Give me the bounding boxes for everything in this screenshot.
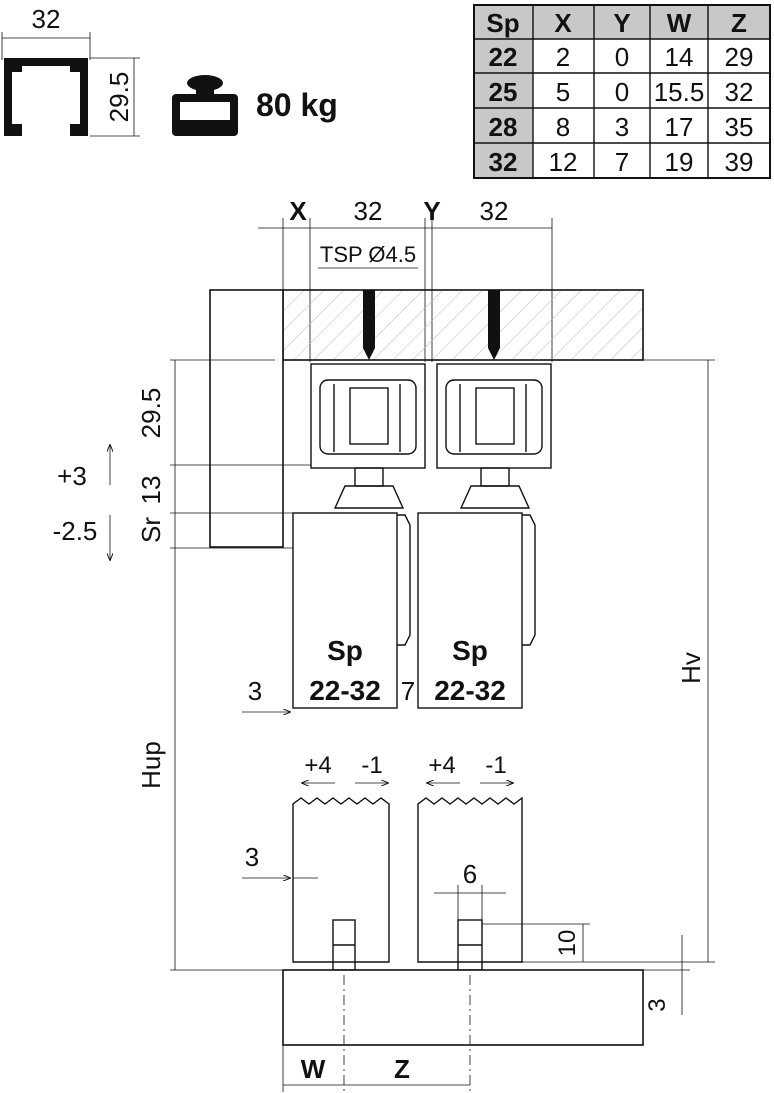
dim-hup: Hup bbox=[136, 741, 166, 789]
screw-icon bbox=[363, 290, 375, 360]
dim-29-5: 29.5 bbox=[136, 388, 166, 439]
svg-text:25: 25 bbox=[489, 77, 518, 107]
floor-block bbox=[282, 969, 644, 1046]
top-dimensions: X 32 Y 32 TSP Ø4.5 bbox=[258, 196, 553, 362]
table-header-w: W bbox=[667, 8, 692, 38]
table-header-y: Y bbox=[613, 8, 630, 38]
dim-floor-3: 3 bbox=[644, 998, 671, 1011]
side-panel bbox=[209, 289, 284, 548]
svg-text:22-32: 22-32 bbox=[309, 675, 381, 706]
track-left bbox=[310, 363, 426, 509]
dim-x-32: 32 bbox=[354, 196, 383, 226]
track-right bbox=[436, 363, 552, 509]
svg-text:3: 3 bbox=[615, 112, 629, 142]
table-row: 25 5 0 15.5 32 bbox=[489, 77, 754, 107]
door-left: Sp 22-32 bbox=[292, 512, 411, 709]
adjust-down: -2.5 bbox=[53, 516, 98, 546]
svg-text:7: 7 bbox=[615, 147, 629, 177]
profile-width: 32 bbox=[32, 4, 61, 34]
svg-text:32: 32 bbox=[725, 77, 754, 107]
svg-text:39: 39 bbox=[725, 147, 754, 177]
door-left-bottom bbox=[292, 797, 390, 971]
dim-w: W bbox=[301, 1054, 326, 1084]
svg-text:+4: +4 bbox=[428, 752, 455, 779]
dim-6: 6 bbox=[463, 859, 477, 889]
dim-13: 13 bbox=[136, 476, 166, 505]
svg-text:Sp: Sp bbox=[452, 635, 488, 666]
svg-text:32: 32 bbox=[489, 147, 518, 177]
svg-text:28: 28 bbox=[489, 112, 518, 142]
screw-icon bbox=[488, 290, 500, 360]
dim-10: 10 bbox=[554, 930, 581, 957]
svg-text:22: 22 bbox=[489, 42, 518, 72]
bottom-dimensions: W Z bbox=[282, 975, 471, 1092]
screw-label: TSP Ø4.5 bbox=[320, 242, 416, 267]
track-profile-icon: 32 29.5 bbox=[1, 4, 140, 137]
dim-y: Y bbox=[423, 196, 440, 226]
dim-x: X bbox=[289, 196, 307, 226]
svg-text:-1: -1 bbox=[485, 752, 506, 779]
svg-text:14: 14 bbox=[665, 42, 694, 72]
dim-sr: Sr bbox=[136, 517, 166, 543]
svg-text:8: 8 bbox=[556, 112, 570, 142]
gap-bottom: 3 bbox=[245, 842, 259, 872]
svg-text:22-32: 22-32 bbox=[434, 675, 506, 706]
svg-text:0: 0 bbox=[615, 77, 629, 107]
dim-hv: Hv bbox=[676, 652, 706, 684]
adjust-arrows: +4 -1 +4 -1 bbox=[302, 752, 513, 783]
svg-text:35: 35 bbox=[725, 112, 754, 142]
svg-text:Sp: Sp bbox=[327, 635, 363, 666]
table-header-x: X bbox=[554, 8, 572, 38]
svg-text:+4: +4 bbox=[304, 752, 331, 779]
svg-text:29: 29 bbox=[725, 42, 754, 72]
table-row: 28 8 3 17 35 bbox=[489, 112, 754, 142]
table-header-z: Z bbox=[731, 8, 747, 38]
door-right-bottom bbox=[417, 796, 523, 971]
gap-left: 3 bbox=[248, 676, 262, 706]
side-dimensions: 29.5 13 Sr +3 -2.5 Hup 3 7 3 bbox=[53, 359, 415, 971]
svg-text:5: 5 bbox=[556, 77, 570, 107]
adjust-up: +3 bbox=[57, 461, 87, 491]
svg-text:2: 2 bbox=[556, 42, 570, 72]
dim-y-32: 32 bbox=[480, 196, 509, 226]
table-row: 32 12 7 19 39 bbox=[489, 147, 754, 177]
gap-mid: 7 bbox=[401, 676, 415, 706]
svg-text:0: 0 bbox=[615, 42, 629, 72]
table-header-sp: Sp bbox=[486, 8, 519, 38]
svg-text:17: 17 bbox=[665, 112, 694, 142]
dim-z: Z bbox=[394, 1054, 410, 1084]
right-dimensions: Hv 10 3 6 bbox=[434, 359, 715, 1015]
svg-text:19: 19 bbox=[665, 147, 694, 177]
weight-icon bbox=[172, 75, 238, 136]
svg-text:15.5: 15.5 bbox=[654, 77, 705, 107]
load-capacity: 80 kg bbox=[256, 87, 338, 123]
profile-height: 29.5 bbox=[104, 72, 134, 123]
svg-text:-1: -1 bbox=[361, 752, 382, 779]
ceiling-block bbox=[282, 289, 644, 361]
svg-text:12: 12 bbox=[549, 147, 578, 177]
door-right: Sp 22-32 bbox=[417, 512, 536, 709]
